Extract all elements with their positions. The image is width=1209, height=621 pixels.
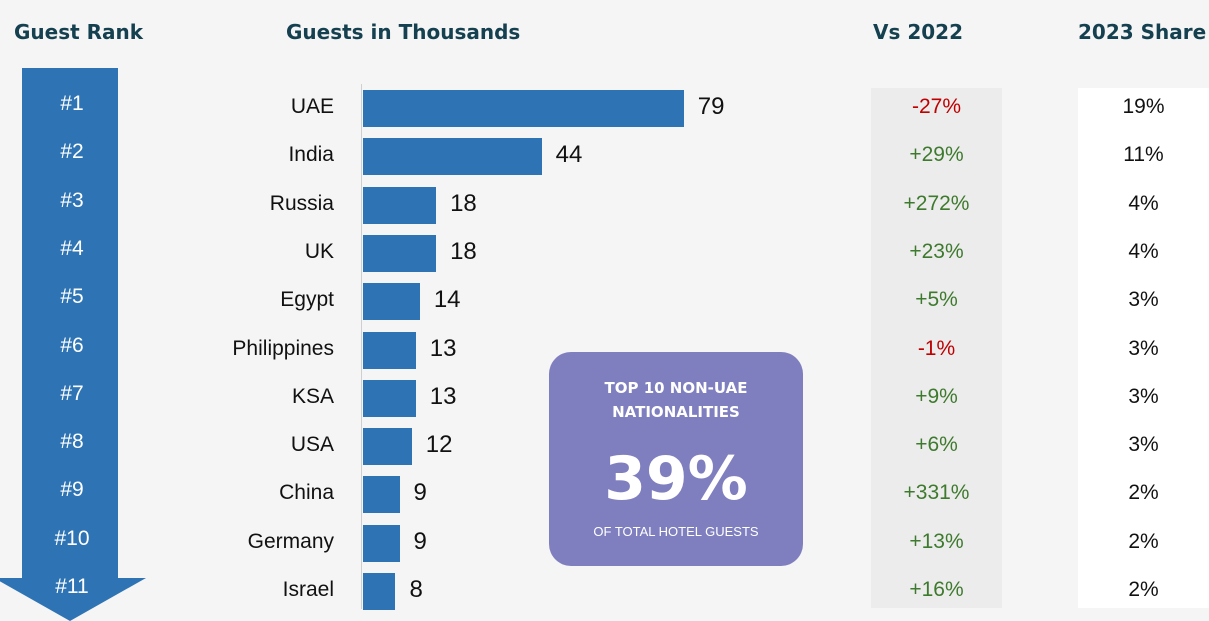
vs-2022-header: Vs 2022 — [873, 20, 964, 44]
rank-label: #7 — [60, 381, 84, 405]
country-label: UAE — [290, 95, 334, 118]
share-2023-value: 3% — [1128, 288, 1159, 312]
country-label: UK — [304, 239, 334, 263]
bar — [363, 138, 542, 176]
vs-2022-value: -1% — [917, 336, 956, 360]
vs-2022-value: +331% — [903, 481, 970, 505]
bar-value-label: 8 — [409, 576, 423, 603]
vs-2022-column — [871, 88, 1002, 608]
callout-heading: TOP 10 NON-UAE NATIONALITIES — [549, 376, 803, 424]
bar — [363, 331, 416, 369]
vs-2022-value: +5% — [915, 288, 958, 312]
share-2023-value: 19% — [1122, 95, 1165, 118]
bar-value-label: 9 — [413, 527, 427, 555]
bar-value-label: 12 — [425, 431, 453, 459]
callout-heading-line1: TOP 10 NON-UAE — [604, 379, 748, 397]
bar — [363, 234, 437, 272]
rank-label: #3 — [60, 188, 84, 212]
bar — [363, 186, 437, 224]
bar — [363, 476, 400, 514]
country-label: India — [288, 143, 334, 167]
rank-label: #6 — [60, 333, 84, 357]
share-2023-value: 11% — [1123, 143, 1164, 167]
callout-heading-line2: NATIONALITIES — [612, 403, 740, 421]
country-label: Russia — [269, 191, 334, 215]
bar-value-label: 13 — [429, 382, 457, 410]
rank-label: #9 — [60, 478, 84, 502]
vs-2022-value: +29% — [909, 143, 964, 167]
share-2023-column — [1078, 88, 1209, 608]
callout-subtext: OF TOTAL HOTEL GUESTS — [593, 524, 759, 539]
rank-label: #4 — [60, 236, 84, 260]
callout-big-value: 39% — [604, 444, 748, 514]
rank-label: #10 — [54, 526, 90, 550]
country-label: KSA — [291, 384, 334, 408]
share-2023-header: 2023 Share — [1078, 20, 1207, 44]
bar-value-label: 79 — [697, 93, 725, 120]
bar — [363, 524, 400, 562]
rank-label: #1 — [60, 92, 84, 115]
rank-label: #2 — [60, 140, 84, 164]
vs-2022-value: +272% — [903, 191, 970, 215]
share-2023-value: 3% — [1128, 384, 1159, 408]
country-label: Israel — [282, 578, 334, 601]
rank-label: #11 — [55, 575, 89, 598]
bar — [363, 573, 396, 610]
bar-axis-line — [361, 84, 362, 609]
vs-2022-value: +9% — [915, 384, 958, 408]
vs-2022-value: +16% — [909, 578, 964, 601]
bar — [363, 283, 420, 321]
rank-label: #5 — [60, 285, 84, 309]
bar-value-label: 9 — [413, 479, 427, 507]
country-label: China — [279, 481, 334, 505]
share-2023-value: 2% — [1128, 529, 1159, 553]
bar — [363, 90, 684, 127]
country-label: USA — [290, 433, 334, 457]
vs-2022-value: +23% — [909, 239, 964, 263]
country-label: Egypt — [280, 288, 334, 312]
bar-value-label: 18 — [450, 189, 477, 217]
vs-2022-value: +13% — [909, 529, 964, 553]
share-2023-value: 4% — [1128, 239, 1159, 263]
rank-label: #8 — [60, 430, 84, 454]
guests-header: Guests in Thousands — [286, 20, 521, 44]
bar-value-label: 44 — [555, 141, 583, 169]
share-2023-value: 2% — [1128, 578, 1159, 601]
callout-box: TOP 10 NON-UAE NATIONALITIES 39% OF TOTA… — [549, 352, 803, 566]
country-label: Philippines — [232, 336, 334, 360]
bar-value-label: 18 — [450, 237, 477, 265]
share-2023-value: 3% — [1128, 433, 1159, 457]
bar-value-label: 13 — [429, 334, 457, 362]
rank-arrow-icon — [0, 68, 146, 621]
vs-2022-value: -27% — [911, 95, 962, 118]
bar — [363, 379, 416, 417]
share-2023-value: 3% — [1128, 336, 1159, 360]
country-label: Germany — [247, 529, 334, 553]
bar-value-label: 14 — [433, 286, 461, 314]
vs-2022-value: +6% — [915, 433, 958, 457]
bar — [363, 428, 412, 466]
share-2023-value: 2% — [1128, 481, 1159, 505]
rank-header: Guest Rank — [14, 20, 144, 44]
share-2023-value: 4% — [1128, 191, 1159, 215]
